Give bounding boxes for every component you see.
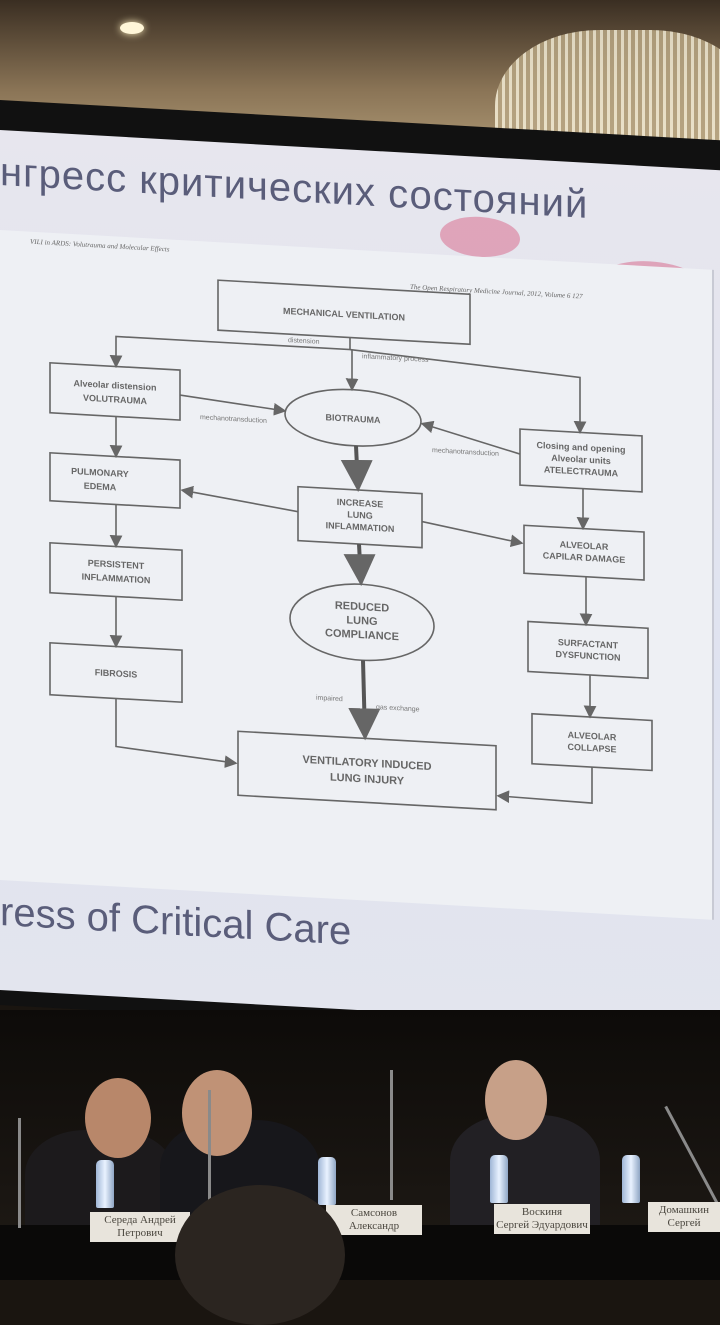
ceiling-light xyxy=(120,22,144,34)
label-alveolar-2: VOLUTRAUMA xyxy=(83,393,147,407)
node-surfactant xyxy=(527,620,649,680)
water-bottle xyxy=(622,1155,640,1203)
label-closing-1: Closing and opening xyxy=(537,440,626,455)
nameplate-1-line2: Петрович xyxy=(117,1227,163,1239)
node-vili xyxy=(237,730,497,811)
label-persist-2: INFLAMMATION xyxy=(82,572,151,586)
label-capillar-1: ALVEOLAR xyxy=(560,539,609,552)
nameplate-3: Воскиня Сергей Эдуардович xyxy=(494,1204,590,1234)
node-mechanical-ventilation xyxy=(217,279,471,346)
node-persistent-inflammation xyxy=(49,541,183,602)
nameplate-4: Домашкин Сергей Павлович xyxy=(648,1202,720,1232)
label-vili-2: LUNG INJURY xyxy=(330,771,405,787)
label-collapse-2: COLLAPSE xyxy=(568,742,617,755)
microphone xyxy=(18,1118,21,1228)
nameplate-3-line2: Сергей Эдуардович xyxy=(496,1219,588,1231)
label-reduced-3: COMPLIANCE xyxy=(325,627,399,643)
label-closing-2: Alveolar units xyxy=(551,453,610,466)
microphone xyxy=(208,1090,211,1220)
edge-mechanotransduction-right: mechanotransduction xyxy=(432,447,499,458)
node-pulmonary-edema xyxy=(49,451,181,509)
nameplate-3-line1: Воскиня xyxy=(521,1206,563,1218)
paper-figure: VILI in ARDS: Volutrauma and Molecular E… xyxy=(0,230,714,920)
label-pulm-2: EDEMA xyxy=(84,481,117,493)
nameplate-4-line1: Домашкин xyxy=(658,1204,710,1216)
label-persist-1: PERSISTENT xyxy=(88,558,145,571)
label-surf-1: SURFACTANT xyxy=(558,637,619,650)
nameplate-1-line1: Середа Андрей xyxy=(104,1214,176,1226)
edge-inflammatory: inflammatory process xyxy=(362,353,429,364)
water-bottle xyxy=(96,1160,114,1208)
node-collapse xyxy=(531,712,653,772)
label-biotrauma: BIOTRAUMA xyxy=(326,412,381,425)
edge-mechanotransduction-left: mechanotransduction xyxy=(200,414,267,425)
nameplate-2-line1: Самсонов xyxy=(350,1207,398,1219)
microphone xyxy=(390,1070,393,1200)
label-reduced-1: REDUCED xyxy=(335,600,389,615)
water-bottle xyxy=(318,1157,336,1205)
slide-title-english: ress of Critical Care xyxy=(0,890,352,954)
foreground-audience-head xyxy=(175,1185,345,1325)
node-volutrauma xyxy=(49,361,181,421)
nameplate-2: Самсонов Александр Сергеевич xyxy=(326,1205,422,1235)
edge-impaired: impaired xyxy=(316,695,343,704)
label-vili-1: VENTILATORY INDUCED xyxy=(302,754,431,773)
label-fibrosis: FIBROSIS xyxy=(95,667,137,679)
label-collapse-1: ALVEOLAR xyxy=(568,730,617,743)
nameplate-1: Середа Андрей Петрович xyxy=(90,1212,190,1242)
nameplate-4-line2: Сергей Павлович xyxy=(661,1217,706,1232)
edge-distension: distension xyxy=(288,337,320,346)
nameplate-2-line2: Александр Сергеевич xyxy=(348,1220,400,1235)
slide-title-russian: нгресс критических состояний xyxy=(0,150,589,227)
label-reduced-2: LUNG xyxy=(346,614,377,628)
label-pulm-1: PULMONARY xyxy=(71,466,129,479)
edge-gas-exchange: gas exchange xyxy=(376,704,420,713)
projected-slide: нгресс критических состояний VILI in ARD… xyxy=(0,130,720,1031)
label-increase-1: INCREASE xyxy=(337,497,383,510)
flow-diagram: MECHANICAL VENTILATION Alveolar distensi… xyxy=(49,279,653,811)
label-capillar-2: CAPILAR DAMAGE xyxy=(543,550,625,565)
label-closing-3: ATELECTRAUMA xyxy=(544,464,619,478)
label-increase-3: INFLAMMATION xyxy=(326,520,395,534)
label-increase-2: LUNG xyxy=(347,509,372,520)
label-alveolar-1: Alveolar distension xyxy=(74,378,157,393)
label-surf-2: DYSFUNCTION xyxy=(556,649,621,663)
water-bottle xyxy=(490,1155,508,1203)
label-mech: MECHANICAL VENTILATION xyxy=(283,306,405,323)
